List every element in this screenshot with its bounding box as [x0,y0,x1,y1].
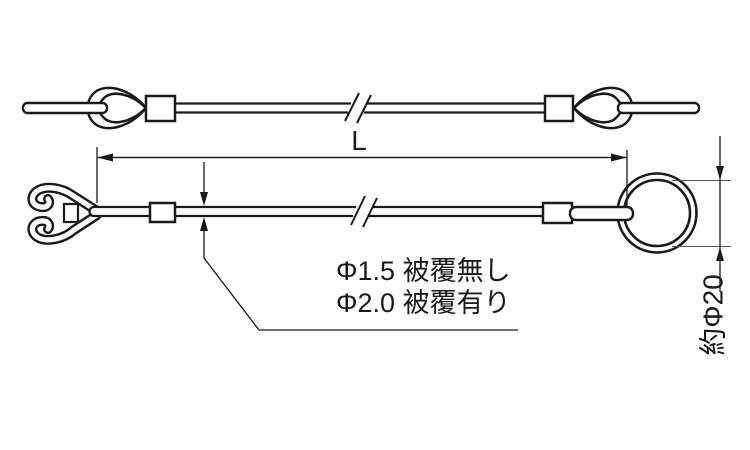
ring-arrowhead-up [716,247,724,261]
diameter-note-line1: Φ1.5 被覆無し [336,256,511,286]
length-arrowhead-left [97,153,113,162]
diameter-note-line2: Φ2.0 被覆有り [336,288,511,318]
callout-leader-line [203,229,518,331]
right-cable-stub [616,101,701,115]
top-cable-break-symbol [344,92,372,124]
right-eyelet-loop-inner [572,92,622,124]
left-crimp-sleeve [144,94,177,123]
top-cable-line [175,102,545,114]
bottom-cable-segment-right [369,205,543,218]
top-cable-assembly [21,86,701,130]
bottom-right-crimp-sleeve [541,201,574,225]
clip-notch [62,202,80,224]
bottom-cable-segment-left [88,205,356,218]
ring-arrowhead-down [716,166,724,180]
bottom-left-crimp-sleeve [148,201,177,224]
ring-diameter-label: 約Φ20 [698,274,729,356]
length-arrowhead-right [611,153,627,162]
callout-arrowhead-up [200,217,208,231]
left-cable-stub [21,101,109,115]
length-label: L [351,125,367,156]
diameter-callout: Φ1.5 被覆無し Φ2.0 被覆有り [200,162,518,331]
spring-clip [27,182,102,245]
bottom-cable-break-symbol [350,195,378,228]
ring-diameter-dimension: 約Φ20 [672,136,731,356]
length-dimension: L [96,125,628,212]
cable-end-tab [568,205,635,222]
right-crimp-sleeve [543,94,575,123]
bottom-cable-assembly [27,172,698,254]
callout-arrowhead-down [200,192,208,206]
